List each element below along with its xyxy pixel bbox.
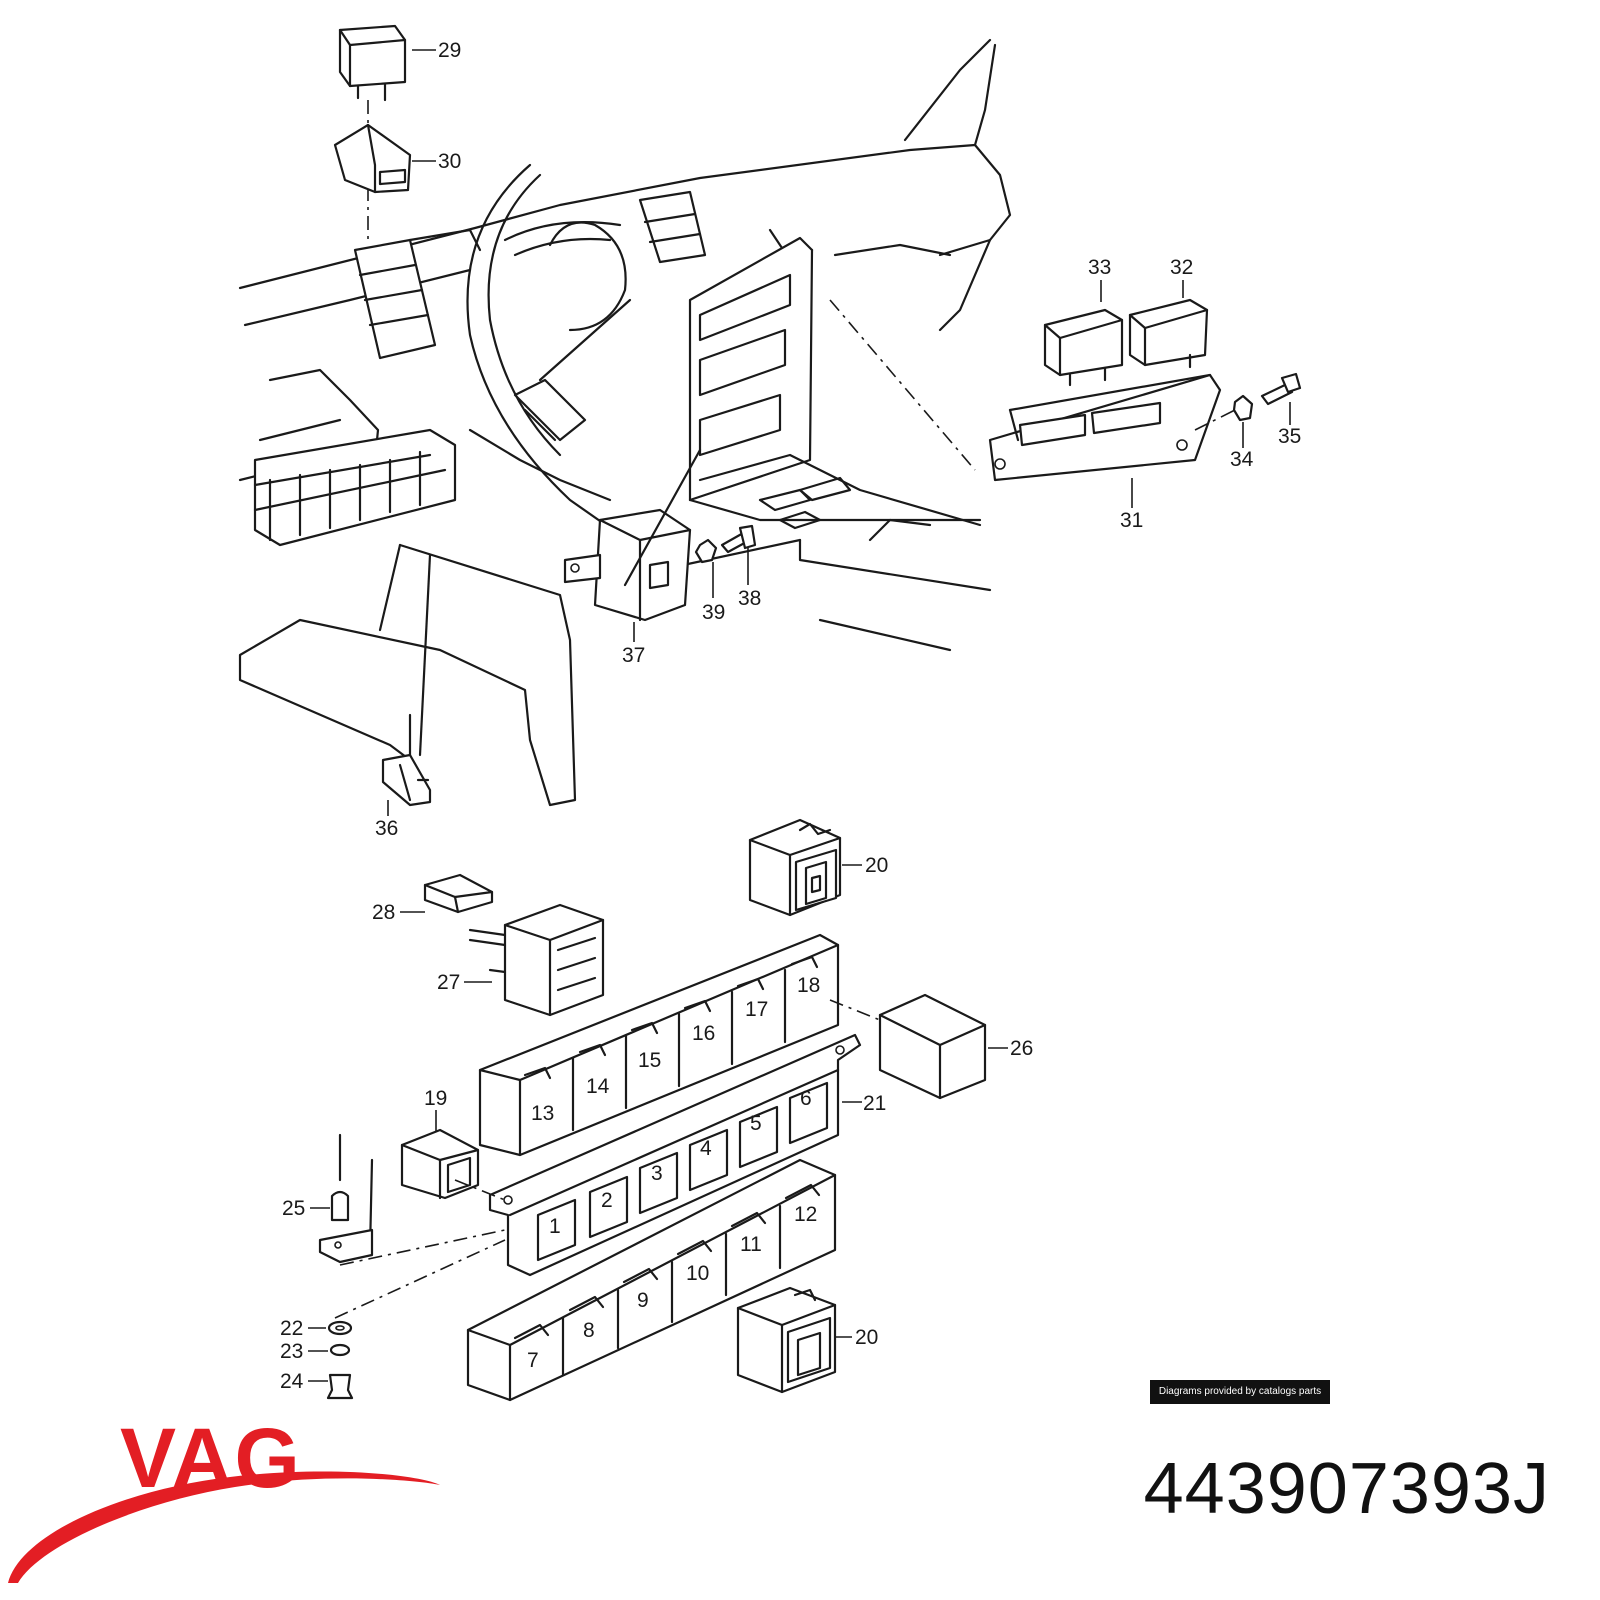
callout-29: 29 xyxy=(438,39,461,62)
relay-32 xyxy=(1128,298,1209,369)
callout-30: 30 xyxy=(438,150,461,173)
control-unit-37 xyxy=(563,448,757,622)
callout-9: 9 xyxy=(637,1289,649,1312)
callout-1: 1 xyxy=(549,1215,561,1238)
relay-plate-21 xyxy=(488,1033,862,1277)
callout-17: 17 xyxy=(745,998,768,1021)
vag-logo-text: VAG xyxy=(120,1411,302,1505)
callout-39: 39 xyxy=(702,601,725,624)
relay-33 xyxy=(1043,308,1124,387)
callout-12: 12 xyxy=(794,1203,817,1226)
bracket-36 xyxy=(381,753,432,807)
callout-3: 3 xyxy=(651,1162,663,1185)
relay-27 xyxy=(468,903,605,1017)
leader-lines xyxy=(308,49,1291,1382)
relay-socket-20-top xyxy=(748,818,842,917)
callout-23: 23 xyxy=(280,1340,303,1363)
callout-20-top: 20 xyxy=(865,854,888,877)
relay-row-13-18 xyxy=(478,933,840,1157)
callout-16: 16 xyxy=(692,1022,715,1045)
callout-27: 27 xyxy=(437,971,460,994)
callout-8: 8 xyxy=(583,1319,595,1342)
callout-37: 37 xyxy=(622,644,645,667)
bulb-holder-25 xyxy=(318,1133,506,1266)
dashboard-outline xyxy=(238,38,1012,807)
callout-35: 35 xyxy=(1278,425,1301,448)
fuse-28 xyxy=(423,873,494,914)
callout-21: 21 xyxy=(863,1092,886,1115)
relay-row-7-12 xyxy=(466,1158,837,1402)
callout-10: 10 xyxy=(686,1262,709,1285)
fasteners-22-24 xyxy=(326,1239,506,1400)
callout-22: 22 xyxy=(280,1317,303,1340)
callout-20-bottom: 20 xyxy=(855,1326,878,1349)
callout-18: 18 xyxy=(797,974,820,997)
relay-carrier-31 xyxy=(829,299,1236,482)
callout-25: 25 xyxy=(282,1197,305,1220)
washer-34-screw-35 xyxy=(1232,372,1302,422)
callout-labels: 29 30 33 32 35 34 31 39 38 37 36 20 28 2… xyxy=(280,39,1301,1393)
callout-24: 24 xyxy=(280,1370,304,1393)
callout-14: 14 xyxy=(586,1075,610,1098)
callout-13: 13 xyxy=(531,1102,554,1125)
diagram-credit: Diagrams provided by catalogs parts xyxy=(1150,1380,1330,1404)
callout-7: 7 xyxy=(527,1349,539,1372)
relay-cover-30 xyxy=(333,123,412,194)
vag-logo: VAG xyxy=(8,1411,440,1583)
relay-26 xyxy=(829,993,987,1100)
callout-26: 26 xyxy=(1010,1037,1033,1060)
callout-32: 32 xyxy=(1170,256,1193,279)
callout-15: 15 xyxy=(638,1049,661,1072)
callout-33: 33 xyxy=(1088,256,1111,279)
callout-6: 6 xyxy=(800,1087,812,1110)
callout-11: 11 xyxy=(740,1233,762,1256)
callout-2: 2 xyxy=(601,1189,613,1212)
callout-28: 28 xyxy=(372,901,395,924)
callout-19: 19 xyxy=(424,1087,447,1110)
callout-36: 36 xyxy=(375,817,398,840)
vag-logo-swoosh xyxy=(8,1471,440,1583)
relay-socket-20-bottom xyxy=(736,1286,837,1394)
relay-19 xyxy=(400,1128,506,1201)
callout-4: 4 xyxy=(700,1137,712,1160)
callout-34: 34 xyxy=(1230,448,1254,471)
part-number: 443907393J xyxy=(1143,1449,1550,1529)
callout-5: 5 xyxy=(750,1112,762,1135)
callout-31: 31 xyxy=(1120,509,1143,532)
callout-38: 38 xyxy=(738,587,761,610)
